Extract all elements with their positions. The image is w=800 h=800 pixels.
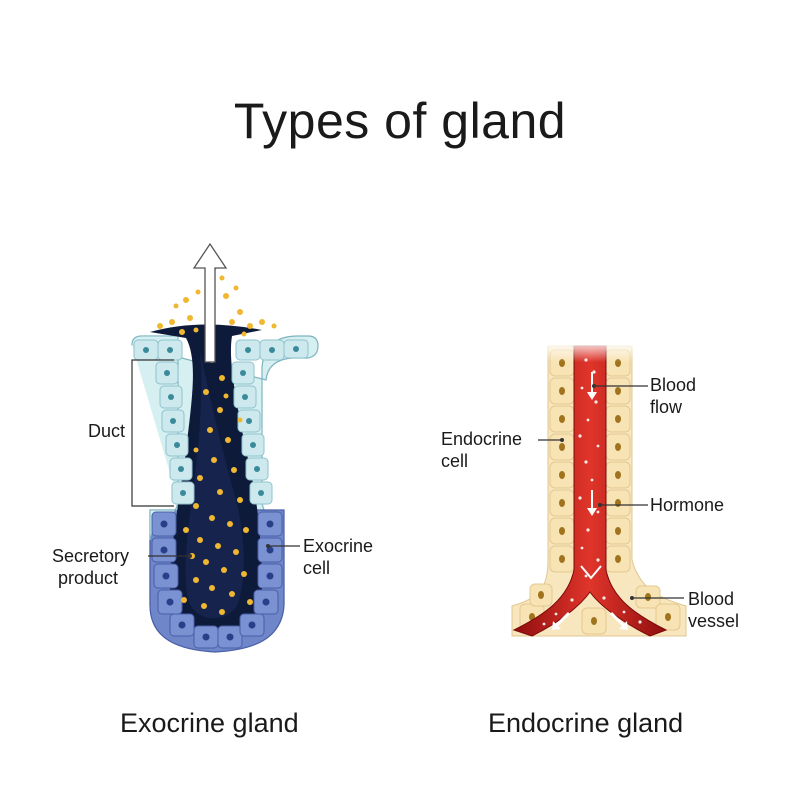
- label-secretory-product: Secretory product: [52, 545, 129, 589]
- label-blood-flow: Blood flow: [650, 374, 696, 418]
- exocrine-caption: Exocrine gland: [120, 708, 299, 739]
- label-blood-vessel: Blood vessel: [688, 588, 739, 632]
- label-endocrine-cell: Endocrine cell: [441, 428, 522, 472]
- label-hormone: Hormone: [650, 494, 724, 516]
- label-duct: Duct: [88, 420, 125, 442]
- endocrine-caption: Endocrine gland: [488, 708, 683, 739]
- label-exocrine-cell: Exocrine cell: [303, 535, 373, 579]
- exocrine-gland: [132, 244, 318, 652]
